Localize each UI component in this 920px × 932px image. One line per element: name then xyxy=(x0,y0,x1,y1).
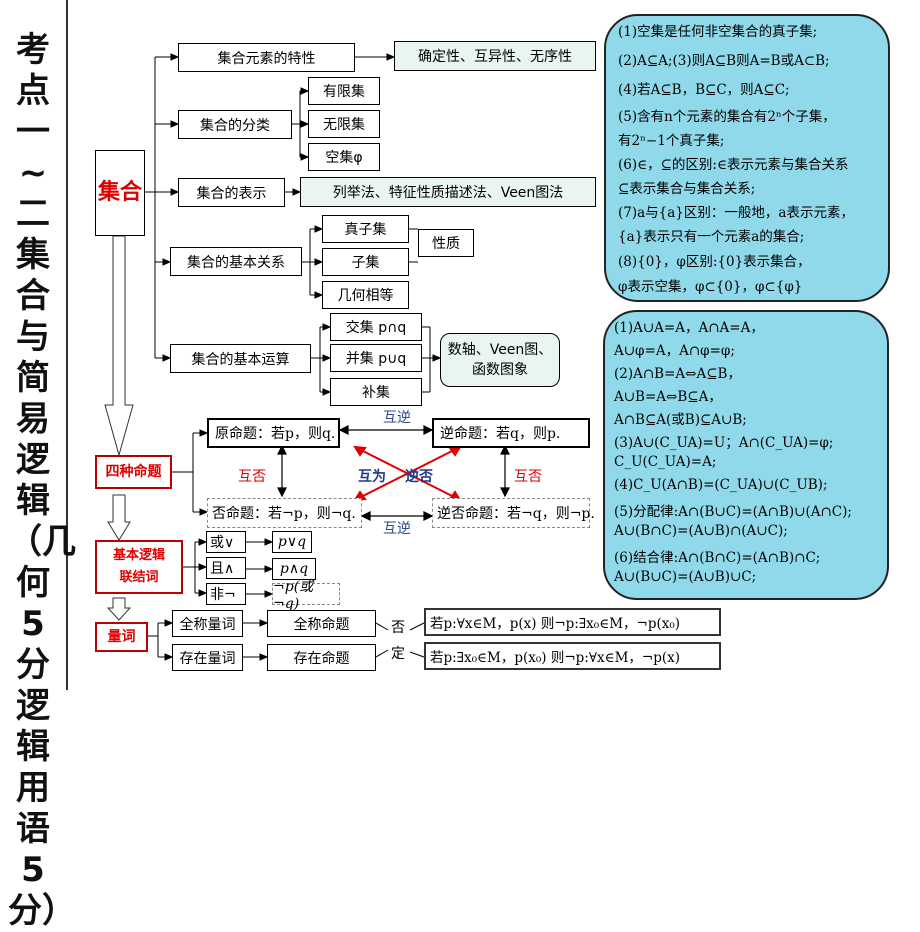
notes-bottom-line-4: A∪B=A⇔B⊆A， xyxy=(614,389,722,405)
notes-top-line-4: (5)含有n个元素的集合有2ⁿ个子集， xyxy=(618,109,836,125)
sidebar-divider xyxy=(66,0,68,690)
quantifiers-title: 量词 xyxy=(95,622,148,652)
connective-and-expr: p∧q xyxy=(272,558,316,580)
notes-top-line-5: 有2ⁿ−1个真子集; xyxy=(618,133,725,149)
connective-not-expr: ¬p(或¬q) xyxy=(272,579,340,612)
neg-existential: 若p:∃x₀∈M，p(x₀) 则¬p:∀x∈M，¬p(x) xyxy=(424,642,721,670)
notes-bottom-line-8: (4)C_U(A∩B)=(C_UA)∪(C_UB); xyxy=(614,477,828,493)
set-elements-label: 集合元素的特性 xyxy=(178,43,355,72)
operation-union: 并集 p∪q xyxy=(330,344,422,372)
notes-bottom-bubble xyxy=(603,310,889,600)
classify-finite: 有限集 xyxy=(308,77,380,105)
notes-bottom-line-11: (6)结合律:A∩(B∩C)=(A∩B)∩C; xyxy=(614,550,821,566)
notes-top-line-6: (6)∈，⊆的区别:∈表示元素与集合关系 xyxy=(618,157,849,173)
operation-tools: 数轴、Veen图、 函数图象 xyxy=(440,333,560,387)
set-classify-label: 集合的分类 xyxy=(178,110,292,139)
propositions-title: 四种命题 xyxy=(95,455,172,489)
notes-top-line-1: (1)空集是任何非空集合的真子集; xyxy=(618,24,818,40)
notes-bottom-line-12: A∪(B∪C)=(A∪B)∪C; xyxy=(614,569,757,585)
set-represent-detail: 列举法、特征性质描述法、Veen图法 xyxy=(300,177,596,207)
relation-equal: 几何相等 xyxy=(322,281,409,309)
set-relation-label: 集合的基本关系 xyxy=(170,247,302,276)
set-elements-detail: 确定性、互异性、无序性 xyxy=(394,41,596,71)
set-represent-label: 集合的表示 xyxy=(178,178,285,207)
classify-empty: 空集φ xyxy=(308,143,380,171)
prop-original: 原命题：若p，则q. xyxy=(207,418,340,448)
relation-property: 性质 xyxy=(418,229,474,257)
notes-bottom-line-3: (2)A∩B=A⇔A⊆B， xyxy=(614,366,741,382)
label-mutual-2: 逆否 xyxy=(405,469,433,485)
sidebar xyxy=(0,0,68,690)
label-mutual-inverse-bottom: 互逆 xyxy=(383,521,411,537)
neg-universal: 若p:∀x∈M，p(x) 则¬p:∃x₀∈M，¬p(x₀) xyxy=(424,608,721,636)
notes-top-bubble xyxy=(604,14,890,302)
label-mutual-negation-left: 互否 xyxy=(238,469,266,485)
quantifier-negation-label: 否定 xyxy=(391,620,405,662)
label-mutual-inverse-top: 互逆 xyxy=(383,410,411,426)
prop-inverse: 否命题：若¬p，则¬q. xyxy=(207,498,362,528)
set-operation-label: 集合的基本运算 xyxy=(170,344,311,373)
classify-infinite: 无限集 xyxy=(308,110,380,138)
connectives-title: 基本逻辑 联结词 xyxy=(95,540,183,594)
notes-top-line-8: (7)a与{a}区别：一般地，a表示元素， xyxy=(618,205,854,221)
relation-subset: 子集 xyxy=(322,248,409,276)
notes-bottom-line-2: A∪φ=A，A∩φ=φ; xyxy=(614,343,735,359)
notes-top-line-7: ⊆表示集合与集合关系; xyxy=(618,181,756,197)
operation-complement: 补集 xyxy=(330,378,422,406)
label-mutual-1: 互为 xyxy=(358,469,386,485)
notes-bottom-line-9: (5)分配律:A∩(B∪C)=(A∩B)∪(A∩C); xyxy=(614,504,852,520)
notes-top-line-9: {a}表示只有一个元素a的集合; xyxy=(618,229,805,245)
relation-proper-subset: 真子集 xyxy=(322,215,409,243)
notes-bottom-line-6: (3)A∪(C_UA)=U；A∩(C_UA)=φ; xyxy=(614,435,834,451)
notes-top-line-10: (8){0}，φ区别:{0}表示集合， xyxy=(618,254,811,270)
notes-top-line-2: (2)A⊆A;(3)则A⊆B则A=B或A⊂B; xyxy=(618,53,830,69)
connective-or: 或∨ xyxy=(206,531,246,553)
notes-bottom-line-10: A∪(B∩C)=(A∪B)∩(A∪C); xyxy=(614,523,788,539)
quantifier-universal-label: 全称量词 xyxy=(172,610,243,637)
connective-not: 非¬ xyxy=(206,583,246,605)
notes-bottom-line-7: C_U(C_UA)=A; xyxy=(614,454,717,470)
set-title: 集合 xyxy=(95,150,145,236)
notes-top-line-3: (4)若A⊆B，B⊆C，则A⊆C; xyxy=(618,82,790,98)
operation-intersection: 交集 p∩q xyxy=(330,313,422,341)
connective-and: 且∧ xyxy=(206,557,246,579)
quantifier-universal-prop: 全称命题 xyxy=(267,610,376,637)
notes-top-line-11: φ表示空集，φ⊂{0}，φ⊂{φ} xyxy=(618,279,803,295)
notes-bottom-line-5: A∩B⊆A(或B)⊆A∪B; xyxy=(614,412,747,428)
prop-contrapositive: 逆否命题：若¬q，则¬p. xyxy=(432,498,595,528)
connective-or-expr: p∨q xyxy=(272,531,312,553)
connector-lines xyxy=(104,53,510,661)
notes-bottom-line-1: (1)A∪A=A，A∩A=A， xyxy=(614,320,764,336)
label-mutual-negation-right: 互否 xyxy=(514,469,542,485)
quantifier-existential-prop: 存在命题 xyxy=(267,644,376,671)
prop-converse: 逆命题：若q，则p. xyxy=(432,418,590,448)
quantifier-existential-label: 存在量词 xyxy=(172,644,243,671)
